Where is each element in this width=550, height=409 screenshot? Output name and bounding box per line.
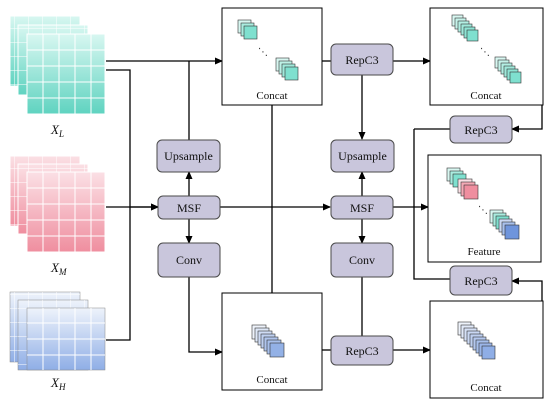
xl-label: XL xyxy=(50,122,64,139)
feature-caption: Feature xyxy=(468,246,501,258)
edge-xl-branch xyxy=(106,69,159,211)
concat-bottom-caption: Concat xyxy=(256,374,287,386)
input-xm-stack xyxy=(9,155,106,253)
edge-xh-branch xyxy=(106,207,131,341)
concat-top-caption: Concat xyxy=(256,90,287,102)
upsample-block-2: Upsample xyxy=(330,139,395,173)
input-xh-stack xyxy=(9,291,106,371)
conv-block-1-label: Conv xyxy=(176,253,202,267)
xm-label: XM xyxy=(50,260,67,277)
msf-block-1: MSF xyxy=(157,195,221,220)
teal-feature-stack-b xyxy=(275,57,299,81)
repc3-block-right-bottom-label: RepC3 xyxy=(464,274,497,288)
msf-block-1-label: MSF xyxy=(177,201,201,215)
pink-feature-stack xyxy=(457,178,479,200)
msf-block-2-label: MSF xyxy=(350,201,374,215)
concat-top: ⋱ Concat xyxy=(221,7,323,106)
xh-label: XH xyxy=(50,375,66,392)
teal-feature-stack-a xyxy=(237,19,258,40)
feature-box: ⋱ Feature xyxy=(427,154,542,263)
concat-bottom: Concat xyxy=(221,292,323,391)
concat-top-right: ⋱ Concat xyxy=(429,7,544,106)
conv-block-1: Conv xyxy=(157,242,221,278)
msf-block-2: MSF xyxy=(330,195,394,220)
ellipsis-icon-3: ⋱ xyxy=(478,205,488,216)
conv-block-2: Conv xyxy=(330,242,394,278)
repc3-block-top: RepC3 xyxy=(330,43,394,76)
teal-feature-stack-c xyxy=(451,14,479,42)
blue-feature-stack xyxy=(251,324,285,358)
repc3-block-bottom: RepC3 xyxy=(330,335,394,366)
mixed-feature-stack xyxy=(489,209,520,240)
edge-conv1-to-concat xyxy=(188,277,223,356)
edge-feedback-spine xyxy=(413,129,450,280)
repc3-block-bottom-label: RepC3 xyxy=(345,344,378,358)
repc3-block-right-bottom: RepC3 xyxy=(449,265,513,296)
ellipsis-icon: ⋱ xyxy=(258,47,268,58)
repc3-block-right-top: RepC3 xyxy=(449,115,513,144)
upsample-block-1-label: Upsample xyxy=(164,149,213,163)
upsample-block-2-label: Upsample xyxy=(338,149,387,163)
conv-block-2-label: Conv xyxy=(349,253,375,267)
connectors xyxy=(106,57,543,356)
upsample-block-1: Upsample xyxy=(156,139,221,173)
teal-feature-stack-d xyxy=(494,56,522,84)
ellipsis-icon-2: ⋱ xyxy=(480,47,490,58)
repc3-block-top-label: RepC3 xyxy=(345,53,378,67)
blue-feature-stack-2 xyxy=(457,321,496,360)
concat-bottom-right-caption: Concat xyxy=(470,382,501,394)
repc3-block-right-top-label: RepC3 xyxy=(464,123,497,137)
input-xl-stack xyxy=(9,15,106,115)
concat-top-right-caption: Concat xyxy=(470,90,501,102)
concat-bottom-right: Concat xyxy=(429,300,544,399)
